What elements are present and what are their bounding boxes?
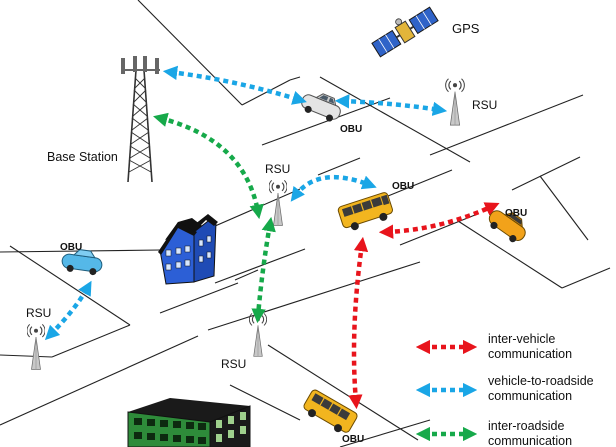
obu-label: OBU <box>392 181 414 192</box>
vehicle-to-roadside-arrow <box>334 94 448 117</box>
legend-label: vehicle-to-roadside <box>488 374 594 388</box>
car-icon <box>61 249 103 276</box>
antenna-icon <box>27 323 45 371</box>
legend-label: communication <box>488 389 572 403</box>
inter-vehicle-arrow <box>378 202 500 239</box>
base-station-label: Base Station <box>47 150 118 164</box>
obu-label: OBU <box>342 434 364 445</box>
satellite-icon <box>371 6 439 58</box>
vehicle-to-roadside-arrow <box>44 280 92 341</box>
antenna-icon <box>249 312 267 357</box>
vehicle-to-roadside-arrow <box>290 174 377 202</box>
antenna-icon <box>269 179 287 227</box>
gps-label: GPS <box>452 21 480 36</box>
inter-roadside-arrow <box>153 112 264 220</box>
antenna-icon <box>445 78 465 126</box>
bus-icon <box>303 389 358 433</box>
obu-label: OBU <box>505 208 527 219</box>
rsu-label: RSU <box>26 306 51 320</box>
tower-icon <box>121 56 160 183</box>
rsu-label: RSU <box>472 98 497 112</box>
building-icon <box>158 214 218 285</box>
legend-label: communication <box>488 347 572 361</box>
legend-label: inter-roadside <box>488 419 564 433</box>
legend: inter-vehicle communication vehicle-to-r… <box>415 332 594 447</box>
inter-vehicle-arrow <box>348 236 369 410</box>
building-icon <box>127 398 251 447</box>
rsu-label: RSU <box>265 162 290 176</box>
bus-icon <box>337 192 393 231</box>
obu-label: OBU <box>340 124 362 135</box>
legend-label: communication <box>488 434 572 447</box>
obu-label: OBU <box>60 242 82 253</box>
car-icon <box>301 93 341 122</box>
legend-label: inter-vehicle <box>488 332 555 346</box>
inter-roadside-arrow <box>251 216 276 324</box>
vehicle-to-roadside-arrow <box>162 65 307 105</box>
rsu-label: RSU <box>221 357 246 371</box>
